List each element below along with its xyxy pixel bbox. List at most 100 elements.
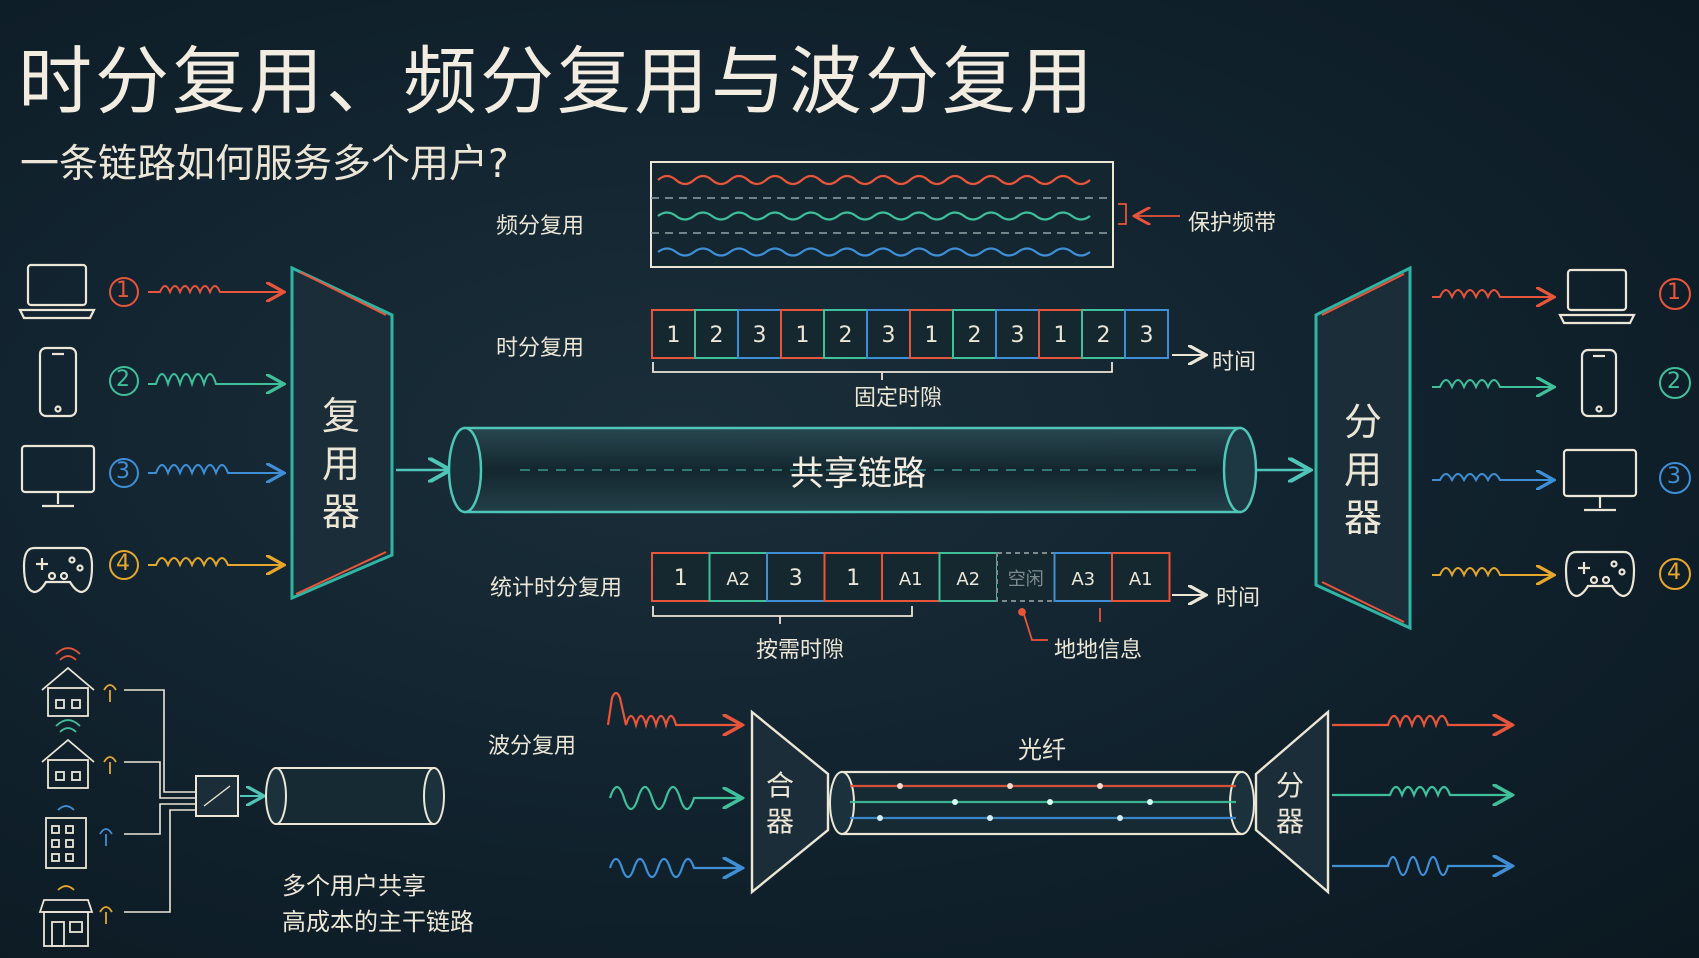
- stdm-on-demand-brace: [652, 606, 913, 624]
- output-number-4-label: 4: [1667, 560, 1681, 585]
- tdm-slot-3: 3: [737, 309, 782, 359]
- phone-icon: [1580, 348, 1618, 418]
- office-building-icon: [45, 805, 113, 869]
- tdm-slot-10: 1: [1038, 309, 1083, 359]
- tdm-slot-12: 3: [1124, 309, 1169, 359]
- laptop-icon: [18, 263, 96, 320]
- output-number-3-label: 3: [1667, 464, 1681, 489]
- output-signal-2: [1432, 380, 1552, 387]
- input-number-1: [109, 277, 139, 307]
- stdm-address-pointer: [1018, 607, 1101, 641]
- backbone-caption-line2: 高成本的主干链路: [282, 908, 474, 936]
- stdm-slot-9: A1: [1111, 552, 1171, 602]
- tdm-slot-2: 2: [694, 309, 739, 359]
- tdm-fixed-slot-brace: [652, 362, 1113, 380]
- wdm-combiner: [750, 709, 830, 895]
- input-number-2-label: 2: [116, 367, 130, 392]
- phone-icon: [38, 346, 78, 418]
- tdm-slot-text: 1: [796, 323, 810, 348]
- input-number-4-label: 4: [116, 551, 130, 576]
- input-number-1-label: 1: [116, 278, 130, 303]
- wdm-input-signals: [606, 691, 740, 877]
- stdm-slot-text: A3: [1071, 569, 1095, 590]
- stdm-slot-1: 1: [651, 552, 711, 602]
- on-demand-slot-label: 按需时隙: [756, 638, 845, 663]
- output-number-1-label: 1: [1667, 280, 1681, 305]
- tdm-slot-text: 2: [710, 323, 724, 348]
- stdm-slot-text: A2: [726, 569, 750, 590]
- stdm-slot-4: 1: [823, 552, 883, 602]
- output-number-2: [1659, 367, 1691, 399]
- stdm-slot-8: A3: [1053, 552, 1113, 602]
- tdm-slot-7: 1: [909, 309, 954, 359]
- gamepad-icon: [22, 546, 94, 594]
- shared-link-label: 共享链路: [790, 454, 926, 494]
- stdm-slot-text: A2: [956, 569, 980, 590]
- backbone-wiring: [124, 689, 195, 913]
- tdm-time-label: 时间: [1212, 350, 1257, 375]
- fixed-slot-label: 固定时隙: [854, 386, 943, 411]
- input-number-3: [109, 458, 139, 488]
- input-number-2: [109, 366, 139, 396]
- tdm-slot-6: 3: [866, 309, 911, 359]
- stdm-time-label: 时间: [1216, 586, 1261, 611]
- tdm-slot-text: 3: [1011, 323, 1025, 348]
- tdm-slot-text: 2: [968, 323, 982, 348]
- tdm-slot-11: 2: [1081, 309, 1126, 359]
- stdm-slot-3: 3: [766, 552, 826, 602]
- stdm-label: 统计时分复用: [490, 576, 623, 601]
- stdm-slot-strip: 1 A2 3 1 A1 A2 空闲 A3 A1: [651, 552, 1171, 602]
- tdm-slot-text: 2: [839, 323, 853, 348]
- wdm-fiber: [829, 770, 1255, 836]
- stdm-slot-2: A2: [708, 552, 768, 602]
- tdm-slot-1: 1: [651, 309, 696, 359]
- output-signal-3: [1432, 474, 1552, 480]
- tdm-slot-text: 3: [753, 323, 767, 348]
- multiplexer-label: 复用器: [321, 394, 360, 534]
- address-info-label: 地地信息: [1054, 638, 1143, 663]
- shared-link-tube: [447, 426, 1258, 514]
- gamepad-icon: [1564, 550, 1636, 598]
- page-subtitle: 一条链路如何服务多个用户?: [20, 142, 509, 187]
- combiner-label: 合器: [765, 769, 794, 838]
- output-number-3: [1659, 462, 1691, 494]
- input-number-3-label: 3: [116, 459, 130, 484]
- wdm-output-signals: [1332, 716, 1510, 875]
- house-icon: [41, 647, 117, 717]
- stdm-slot-text: 空闲: [1008, 569, 1044, 590]
- input-signal-2: [148, 373, 282, 384]
- stdm-slot-5: A1: [881, 552, 941, 602]
- page-title: 时分复用、频分复用与波分复用: [18, 39, 1096, 125]
- fdm-label: 频分复用: [496, 214, 585, 239]
- splitter-label: 分器: [1275, 769, 1304, 838]
- output-number-2-label: 2: [1667, 369, 1681, 394]
- stdm-slot-text: A1: [1129, 569, 1153, 590]
- stdm-slot-text: 1: [846, 566, 860, 591]
- monitor-icon: [1562, 448, 1638, 512]
- tdm-slot-9: 3: [995, 309, 1040, 359]
- tdm-label: 时分复用: [496, 336, 585, 361]
- tdm-slot-5: 2: [823, 309, 868, 359]
- shop-icon: [38, 885, 113, 947]
- stdm-slot-text: 1: [674, 566, 688, 591]
- input-signal-1: [148, 286, 282, 292]
- tdm-slot-4: 1: [780, 309, 825, 359]
- backbone-caption-line1: 多个用户共享: [282, 872, 426, 900]
- tdm-slot-text: 3: [1140, 323, 1154, 348]
- output-number-1: [1659, 278, 1691, 310]
- input-number-4: [109, 550, 139, 580]
- wdm-label: 波分复用: [488, 734, 577, 759]
- tdm-slot-text: 1: [925, 323, 939, 348]
- input-signal-3: [148, 465, 282, 473]
- input-signal-4: [148, 558, 282, 565]
- tdm-slot-text: 3: [882, 323, 896, 348]
- monitor-icon: [20, 444, 96, 508]
- stdm-slot-6: A2: [938, 552, 998, 602]
- stdm-slot-text: 3: [789, 566, 803, 591]
- backbone-link-tube: [265, 767, 445, 825]
- demultiplexer-box: [1314, 265, 1412, 631]
- demultiplexer-label: 分用器: [1343, 400, 1382, 540]
